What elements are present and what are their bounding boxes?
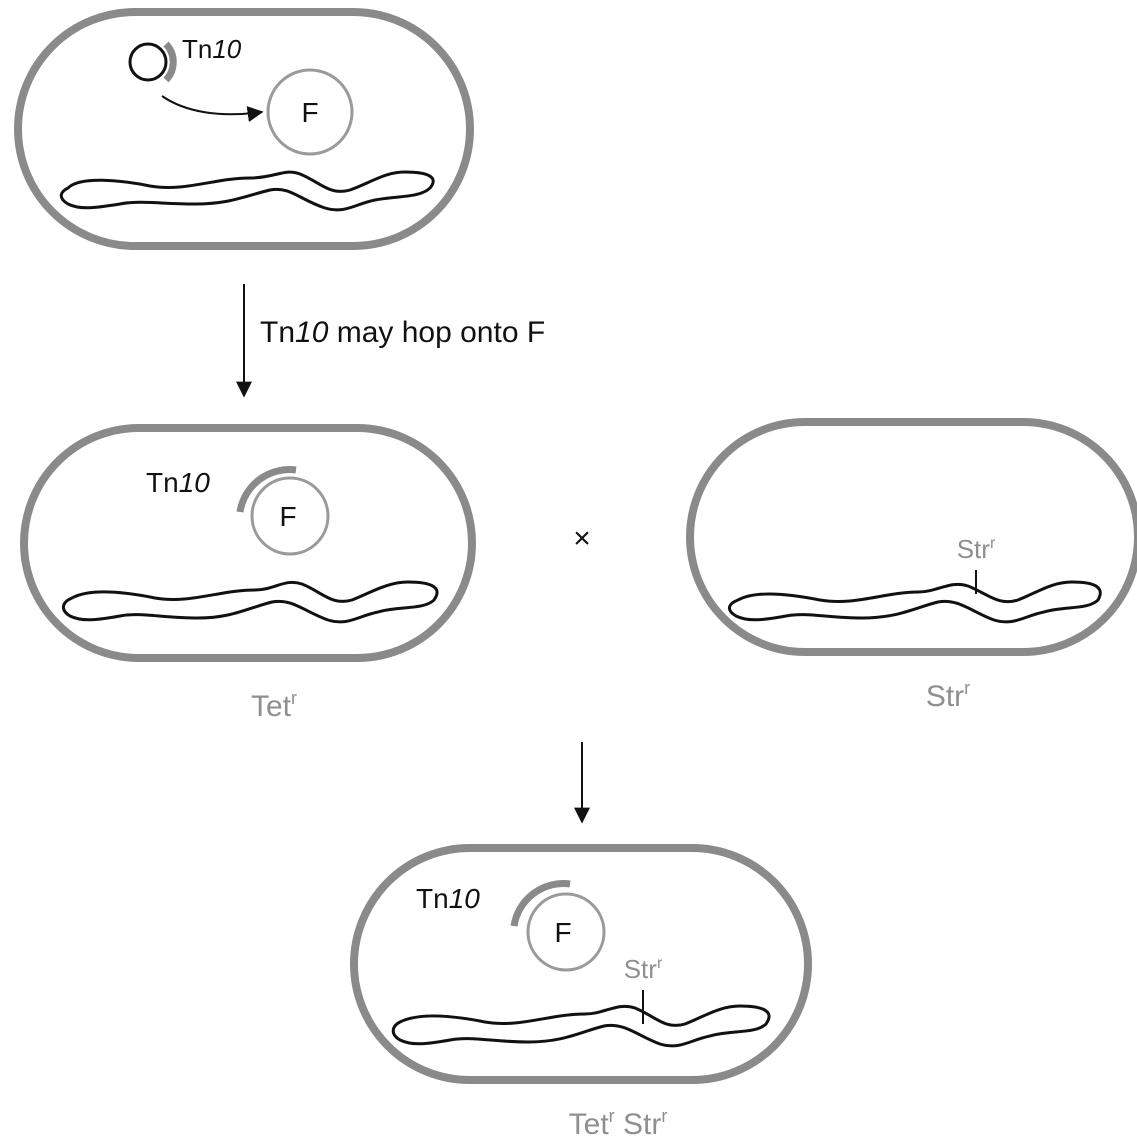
tn10-insert-result — [510, 880, 571, 927]
f-plasmid-donor-label: F — [279, 501, 296, 532]
result-phenotype-spacer — [615, 1108, 623, 1141]
f-plasmid-result — [526, 892, 606, 972]
recipient-phenotype-text: Str — [926, 680, 964, 713]
tn10-element-arc — [163, 41, 177, 83]
tn10-label-result: Tn10 — [416, 883, 480, 914]
f-plasmid-top — [266, 68, 354, 156]
recipient-phenotype: Strr — [926, 678, 970, 713]
donor-phenotype-text: Tet — [251, 690, 292, 723]
tn10-label-top-number: 10 — [212, 34, 241, 64]
step1-label-number: 10 — [295, 316, 329, 349]
result-phenotype-2: Str — [623, 1108, 661, 1141]
cell-result-wall — [350, 844, 812, 1084]
cell-recipient-chromosome — [728, 580, 1102, 624]
tn10-label-result-number: 10 — [449, 883, 481, 914]
f-plasmid-donor — [250, 476, 330, 556]
strr-marker-result-text: Str — [624, 954, 658, 984]
f-plasmid-result-label: F — [554, 917, 571, 948]
result-phenotype-1: Tet — [569, 1108, 610, 1141]
tn10-label-donor: Tn10 — [146, 467, 210, 498]
tn10-insert-donor — [236, 466, 297, 513]
result-phenotype: Tetr Strr — [569, 1106, 668, 1141]
strr-marker-recipient-text: Str — [957, 534, 991, 564]
cell-top-wall — [14, 8, 474, 250]
donor-phenotype-sup: r — [291, 688, 297, 708]
hop-arrow — [161, 95, 264, 122]
cell-donor: Tn10 F Tetr — [20, 424, 476, 723]
cell-recipient: Strr Strr — [686, 418, 1137, 713]
cell-top: Tn10 F — [14, 8, 474, 250]
result-phenotype-2-sup: r — [661, 1106, 667, 1126]
f-plasmid-top-label: F — [301, 97, 318, 128]
tn10-label-donor-prefix: Tn — [146, 467, 179, 498]
result-phenotype-1-sup: r — [609, 1106, 615, 1126]
tn10-label-result-prefix: Tn — [416, 883, 449, 914]
cell-donor-wall — [20, 424, 476, 662]
cell-recipient-wall — [686, 418, 1137, 656]
strr-marker-result-label: Strr — [624, 954, 663, 984]
tn10-label-top: Tn10 — [182, 34, 242, 64]
strr-marker-result-sup: r — [657, 955, 663, 972]
cross-symbol: × — [573, 522, 591, 555]
tn10-label-donor-number: 10 — [179, 467, 211, 498]
step1-label: Tn10 may hop onto F — [260, 316, 545, 349]
tn10-small-plasmid — [128, 42, 168, 82]
cell-top-chromosome — [59, 170, 435, 212]
step1-label-prefix: Tn — [260, 316, 295, 349]
recipient-phenotype-sup: r — [964, 678, 970, 698]
cell-donor-chromosome — [62, 580, 439, 624]
step1-label-suffix: may hop onto F — [328, 316, 545, 349]
strr-marker-recipient-sup: r — [990, 535, 996, 552]
strr-marker-recipient-label: Strr — [957, 534, 996, 564]
donor-phenotype: Tetr — [251, 688, 297, 723]
step1: Tn10 may hop onto F — [236, 284, 545, 398]
tn10-label-top-prefix: Tn — [182, 34, 212, 64]
cell-result: Tn10 F Strr Tetr Strr — [350, 844, 812, 1141]
cell-result-chromosome — [391, 1004, 771, 1048]
